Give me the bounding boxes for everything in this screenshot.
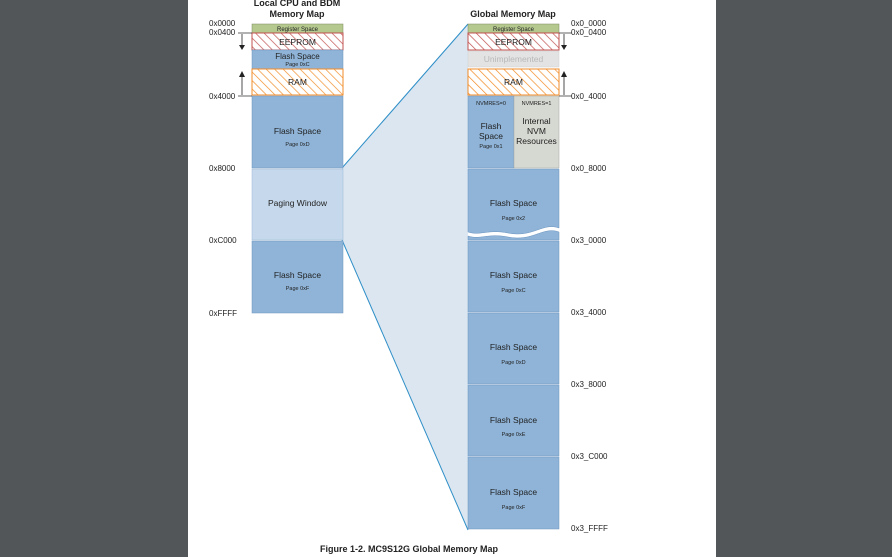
global-flash-d-page: Page 0xD — [501, 360, 525, 366]
global-flash-c-label: Flash Space — [490, 270, 538, 280]
local-address-0xFFFF: 0xFFFF — [209, 309, 237, 318]
local-flash-d-block — [251, 95, 344, 169]
local-eeprom-label: EEPROM — [279, 37, 316, 47]
global-flash-f-label: Flash Space — [490, 487, 538, 497]
global-flash-c-block — [467, 240, 560, 313]
local-eeprom-arrowhead — [239, 45, 245, 50]
global-flash-d-label: Flash Space — [490, 342, 538, 352]
global-address-0x0_8000: 0x0_8000 — [571, 164, 607, 173]
global-flash-1-page: Page 0x1 — [479, 144, 502, 150]
global-flash-1-block — [467, 95, 515, 169]
local-address-0xC000: 0xC000 — [209, 236, 237, 245]
nvmres1-label: NVMRES=1 — [522, 101, 552, 107]
local-flash-c-label: Flash Space — [275, 52, 320, 61]
local-map-title-line1: Local CPU and BDM — [254, 0, 341, 8]
local-address-0x4000: 0x4000 — [209, 92, 236, 101]
global-flash-f-block — [467, 456, 560, 530]
global-nvm-resources-block — [513, 95, 560, 169]
global-flash-e-page: Page 0xE — [502, 432, 526, 438]
global-ram-block — [467, 68, 560, 96]
nvm-resources-line2: NVM — [527, 126, 546, 136]
local-flash-d-page: Page 0xD — [285, 142, 309, 148]
local-flash-d-label: Flash Space — [274, 126, 322, 136]
local-flash-f-label: Flash Space — [274, 270, 322, 280]
global-address-0x3_0000: 0x3_0000 — [571, 236, 607, 245]
global-eeprom-arrowhead — [561, 45, 567, 50]
global-eeprom-block — [467, 32, 560, 51]
nvmres0-label: NVMRES=0 — [476, 101, 506, 107]
memory-map-diagram: Local CPU and BDM Memory Map Register Sp… — [209, 0, 608, 554]
local-ram-block — [251, 68, 344, 96]
global-flash-1-label-line2: Space — [479, 131, 503, 141]
figure-caption: Figure 1-2. MC9S12G Global Memory Map — [320, 544, 499, 554]
global-address-0x0_4000: 0x0_4000 — [571, 92, 607, 101]
local-address-0x8000: 0x8000 — [209, 164, 236, 173]
local-flash-c-page: Page 0xC — [285, 62, 309, 68]
global-flash-e-label: Flash Space — [490, 415, 538, 425]
local-ram-arrowhead — [239, 71, 245, 77]
document-page: Local CPU and BDM Memory Map Register Sp… — [188, 0, 716, 557]
nvm-resources-line1: Internal — [522, 116, 550, 126]
local-ram-label: RAM — [288, 77, 307, 87]
local-paging-window-block — [251, 168, 344, 241]
local-register-space-label: Register Space — [277, 27, 319, 33]
global-flash-2-page: Page 0x2 — [502, 216, 525, 222]
local-address-0x0400: 0x0400 — [209, 28, 236, 37]
global-address-0x3_C000: 0x3_C000 — [571, 452, 608, 461]
global-eeprom-label: EEPROM — [495, 37, 532, 47]
nvm-resources-line3: Resources — [516, 136, 557, 146]
global-flash-c-page: Page 0xC — [501, 288, 525, 294]
global-unimplemented-block — [467, 50, 560, 68]
global-address-0x0_0400: 0x0_0400 — [571, 28, 607, 37]
global-flash-2-label: Flash Space — [490, 198, 538, 208]
local-flash-f-block — [251, 240, 344, 314]
global-map-title: Global Memory Map — [470, 9, 556, 19]
paging-window-projection — [342, 24, 468, 530]
global-address-0x3_8000: 0x3_8000 — [571, 380, 607, 389]
global-flash-d-block — [467, 312, 560, 385]
global-flash-2-block-upper — [467, 168, 560, 235]
global-flash-1-label-line1: Flash — [481, 121, 502, 131]
global-register-space-label: Register Space — [493, 27, 535, 33]
global-ram-arrowhead — [561, 71, 567, 77]
global-ram-label: RAM — [504, 77, 523, 87]
projection-line-top — [341, 23, 469, 169]
global-flash-f-page: Page 0xF — [502, 505, 526, 511]
global-address-0x0_0000: 0x0_0000 — [571, 19, 607, 28]
local-address-0x0000: 0x0000 — [209, 19, 236, 28]
global-address-0x3_4000: 0x3_4000 — [571, 308, 607, 317]
local-paging-window-label: Paging Window — [268, 198, 328, 208]
local-map-title-line2: Memory Map — [269, 9, 325, 19]
global-unimplemented-label: Unimplemented — [484, 54, 544, 64]
global-address-0x3_FFFF: 0x3_FFFF — [571, 524, 608, 533]
local-flash-f-page: Page 0xF — [286, 286, 310, 292]
global-flash-e-block — [467, 384, 560, 457]
global-flash-2-block-lower — [467, 230, 560, 241]
projection-line-bottom — [341, 239, 469, 531]
